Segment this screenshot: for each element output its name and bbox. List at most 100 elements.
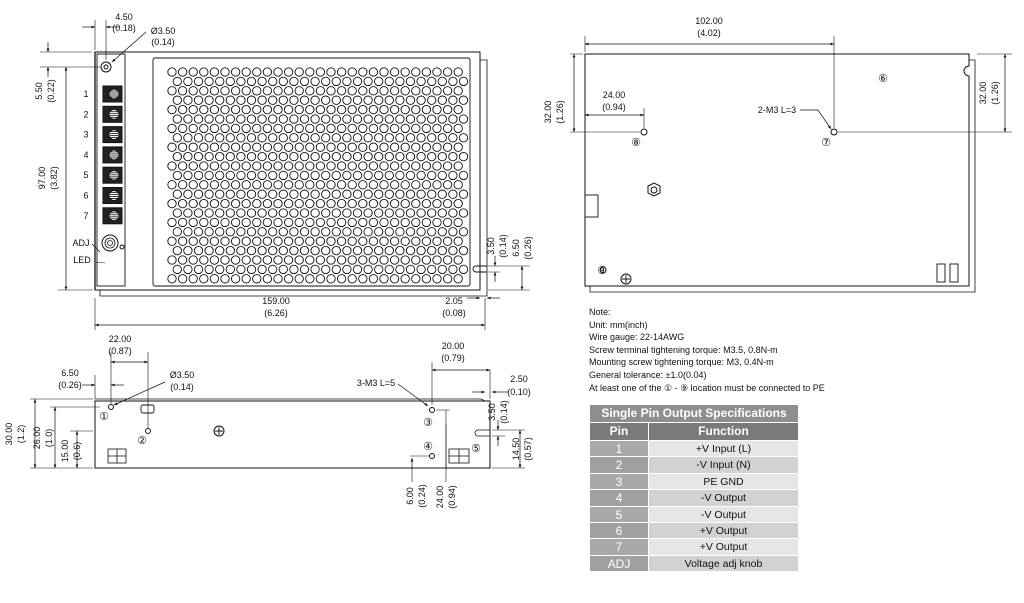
vent-hole [268,133,278,143]
vent-hole [374,151,384,162]
vent-hole [199,198,209,209]
dim-102: 102.00 [695,16,723,26]
vent-hole [273,198,283,209]
vent-hole [326,198,336,209]
vent-hole [204,114,214,124]
vent-hole [241,142,251,152]
vent-hole [416,114,426,124]
vent-hole [342,133,352,143]
vent-hole [352,114,363,124]
vent-hole [230,198,241,209]
vent-hole [389,198,400,209]
vent-hole [352,95,363,105]
vent-hole [230,217,241,228]
vent-hole [352,189,363,199]
vent-hole [289,227,299,237]
vent-hole [273,142,283,152]
vent-hole [448,170,458,181]
vent-hole [252,180,262,190]
vent-hole [442,67,453,77]
vent-hole [389,274,400,284]
dim-97: 97.00 [37,167,47,190]
vent-hole [432,142,442,152]
vent-hole [204,245,214,256]
vent-hole [416,245,426,256]
vent-hole [384,170,394,181]
vent-hole [374,189,384,199]
vent-hole [167,142,177,152]
vent-hole [442,86,453,96]
vent-hole [225,151,235,162]
vent-hole [183,189,193,199]
dim-14-50: 14.50 [511,438,521,461]
vent-hole [442,123,453,134]
vent-hole [363,114,373,124]
marker-6: ⑥ [878,73,888,85]
function-cell: PE GND [649,472,798,490]
vent-hole [183,245,193,256]
function-cell: -V Output [649,489,798,506]
vent-hole [305,255,315,265]
vent-hole [183,170,193,181]
vent-hole [358,161,368,171]
vent-hole [283,198,294,209]
vent-hole [458,245,469,256]
vent-hole [321,151,331,162]
vent-hole [209,255,220,265]
dim-22: 22.00 [109,334,132,344]
vent-hole [352,208,363,218]
vent-hole [331,208,341,218]
vent-hole [305,198,315,209]
pin-cell: 6 [590,521,649,539]
vent-hole [241,255,251,265]
vent-hole [278,114,288,124]
vent-hole [225,189,235,199]
vent-hole [188,217,198,228]
vent-hole [246,264,257,275]
vent-hole [395,170,405,181]
vent-hole [188,274,198,284]
note-line: Note: [589,307,611,317]
dim-22-in: (0.87) [108,346,132,356]
vent-hole [421,104,432,115]
vent-hole [188,180,198,190]
vent-hole [405,245,416,256]
vent-hole [315,236,326,246]
vent-hole [199,123,209,134]
terminal-screw-icon [102,207,123,225]
vent-hole [326,255,336,265]
vent-hole [220,67,230,77]
vent-hole [225,208,235,218]
vent-hole [400,104,410,115]
vent-hole [299,227,310,237]
vent-hole [225,133,235,143]
dim-5-50-in: (0.22) [46,79,56,103]
vent-hole [342,189,352,199]
vent-hole [347,86,357,96]
note-line: Wire gauge: 22-14AWG [589,332,685,343]
vent-hole [368,142,379,152]
vent-hole [448,264,458,275]
vent-hole [246,189,257,199]
vent-hole [384,208,394,218]
vent-hole [416,133,426,143]
vent-hole [432,123,442,134]
vent-hole [395,189,405,199]
vent-hole [363,189,373,199]
vent-hole [405,208,416,218]
vent-hole [294,161,304,171]
vent-hole [411,255,421,265]
vent-hole [315,104,326,115]
vent-hole [442,274,453,284]
vent-hole [209,236,220,246]
vent-hole [278,264,288,275]
vent-hole [458,133,469,143]
vent-hole [352,245,363,256]
vent-hole [299,114,310,124]
vent-hole [336,104,347,115]
vent-hole [299,208,310,218]
vent-hole [384,264,394,275]
vent-hole [442,255,453,265]
vent-hole [257,151,267,162]
vent-hole [246,76,257,87]
